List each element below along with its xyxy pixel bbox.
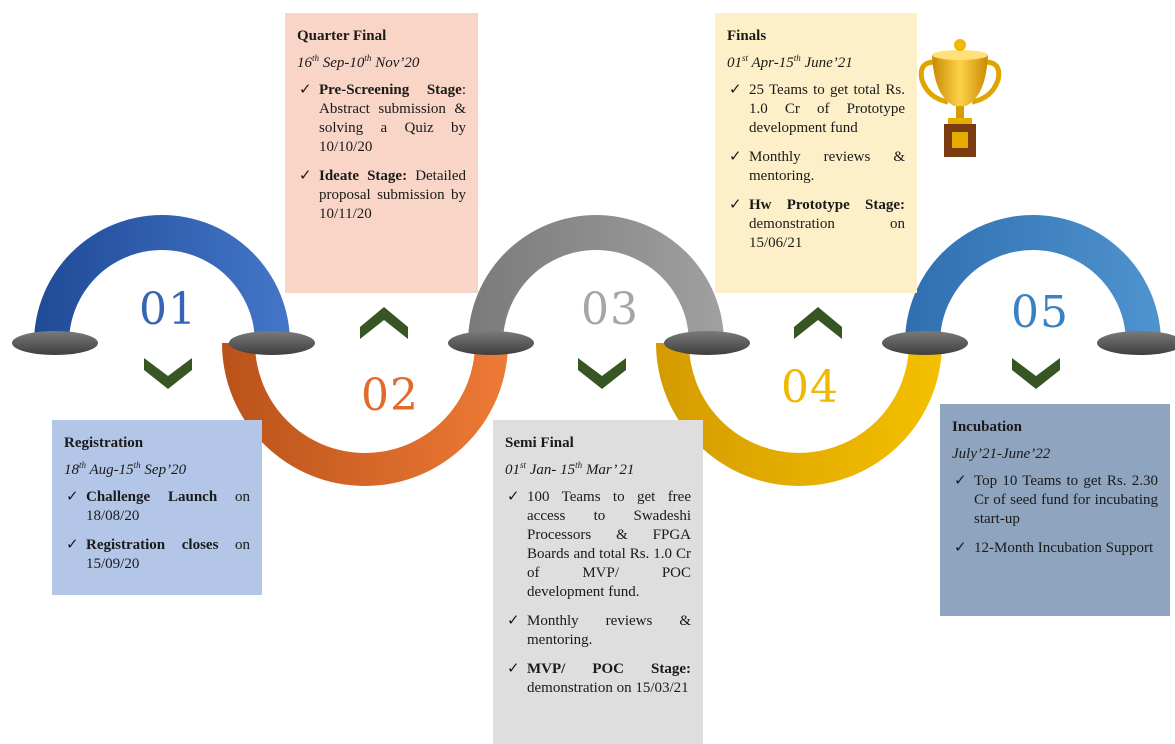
check-icon: ✓	[507, 489, 520, 505]
list-item: ✓100 Teams to get free access to Swadesh…	[507, 489, 691, 600]
stage-title: Quarter Final	[297, 28, 387, 44]
stage-date: 16th Sep-10th Nov’20	[297, 53, 420, 72]
stage-date: 01st Jan- 15th Mar’ 21	[505, 460, 635, 479]
disc	[1097, 331, 1175, 355]
stage-card-quarter-final: Quarter Final 16th Sep-10th Nov’20 ✓Pre-…	[285, 13, 478, 293]
list-item: ✓25 Teams to get total Rs. 1.0 Cr of Pro…	[729, 82, 905, 136]
check-icon: ✓	[954, 540, 967, 556]
list-item: ✓Ideate Stage: Detailed proposal submiss…	[299, 168, 467, 222]
stage-number-05: 05	[1011, 287, 1069, 338]
list-item: ✓Pre-Screening Stage: Abstract submissio…	[299, 82, 466, 155]
stage-card-incubation: Incubation July’21-June’22 ✓Top 10 Teams…	[940, 404, 1170, 616]
check-icon: ✓	[954, 473, 967, 489]
disc	[229, 331, 315, 355]
chevron-down-icon	[1012, 358, 1060, 389]
stage-card-registration: Registration 18th Aug-15th Sep’20 ✓Chall…	[52, 420, 262, 595]
arc-02	[222, 343, 508, 486]
check-icon: ✓	[299, 168, 312, 184]
disc	[12, 331, 98, 355]
arc-04	[656, 343, 942, 486]
list-item: ✓Hw Prototype Stage: demonstration on 15…	[729, 197, 905, 251]
chevron-down-icon	[578, 358, 626, 389]
chevron-up-icon	[360, 307, 408, 339]
list-item: ✓MVP/ POC Stage: demonstration on 15/03/…	[507, 661, 691, 696]
trophy-icon	[918, 39, 1002, 157]
stage-date: 18th Aug-15th Sep’20	[64, 460, 187, 479]
stage-title: Finals	[727, 28, 767, 44]
check-icon: ✓	[729, 82, 742, 98]
stage-number-02: 02	[361, 370, 419, 421]
list-item: ✓Top 10 Teams to get Rs. 2.30 Cr of seed…	[954, 473, 1158, 527]
check-icon: ✓	[66, 537, 79, 553]
check-icon: ✓	[729, 149, 742, 165]
stage-number-04: 04	[781, 362, 839, 413]
list-item: ✓12-Month Incubation Support	[954, 540, 1154, 556]
list-item: ✓Monthly reviews & mentoring.	[729, 149, 905, 184]
arc-03	[468, 215, 724, 343]
check-icon: ✓	[66, 489, 79, 505]
stage-title: Incubation	[952, 419, 1023, 435]
stage-title: Semi Final	[505, 435, 574, 451]
list-item: ✓Monthly reviews & mentoring.	[507, 613, 691, 648]
arc-05	[905, 215, 1161, 343]
stage-date: July’21-June’22	[952, 446, 1051, 462]
stage-number-01: 01	[139, 284, 197, 335]
chevron-down-icon	[144, 358, 192, 389]
list-item: ✓Registration closes on 15/09/20	[66, 537, 250, 572]
stage-date: 01st Apr-15th June’21	[727, 53, 853, 72]
check-icon: ✓	[507, 661, 520, 677]
arc-01	[34, 215, 290, 343]
stage-title: Registration	[64, 435, 144, 451]
disc	[882, 331, 968, 355]
check-icon: ✓	[507, 613, 520, 629]
disc	[448, 331, 534, 355]
list-item: ✓Challenge Launch on 18/08/20	[66, 489, 251, 524]
stage-card-semi-final: Semi Final 01st Jan- 15th Mar’ 21 ✓100 T…	[493, 420, 703, 744]
check-icon: ✓	[299, 82, 312, 98]
stage-card-finals: Finals 01st Apr-15th June’21 ✓25 Teams t…	[715, 13, 917, 293]
disc	[664, 331, 750, 355]
chevron-up-icon	[794, 307, 842, 339]
stage-number-03: 03	[581, 284, 639, 335]
check-icon: ✓	[729, 197, 742, 213]
